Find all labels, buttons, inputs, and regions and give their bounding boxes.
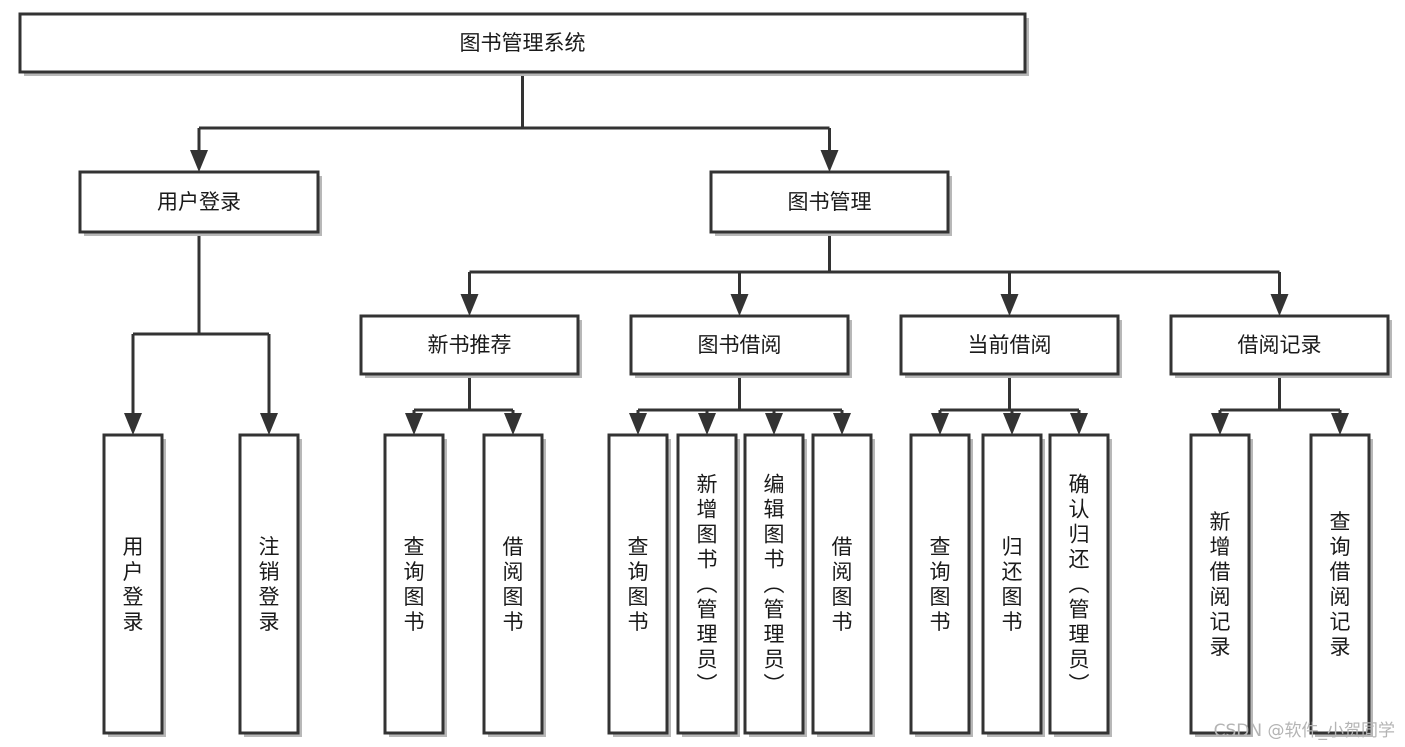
node-leaf-logout[interactable]: 注销登录 [238,433,302,737]
node-label: 确认归还︵管理员︶ [1069,473,1090,697]
node-box[interactable] [607,433,669,735]
node-box[interactable] [1189,433,1251,735]
node-label: 图书管理 [788,190,872,214]
node-label: 用户登录 [157,190,241,214]
node-label: 查询借阅记录 [1330,510,1351,659]
edge-arrowhead [833,413,851,435]
node-leaf-confirm-return[interactable]: 确认归还︵管理员︶ [1048,433,1112,737]
node-book-borrow[interactable]: 图书借阅 [629,314,852,378]
node-label: 查询图书 [404,535,425,634]
node-box[interactable] [629,314,850,376]
node-label: 新书推荐 [428,333,512,357]
node-label: 查询图书 [628,535,649,634]
node-label: 新增图书︵管理员︶ [697,473,718,697]
node-leaf-edit-book[interactable]: 编辑图书︵管理员︶ [743,433,807,737]
node-box[interactable] [238,433,300,735]
node-leaf-query-book-rec[interactable]: 查询图书 [383,433,447,737]
node-leaf-return-book[interactable]: 归还图书 [981,433,1045,737]
node-layer: 图书管理系统用户登录图书管理新书推荐图书借阅当前借阅借阅记录用户登录注销登录查询… [18,12,1392,737]
edge-arrowhead [1000,294,1019,316]
node-label: 当前借阅 [968,333,1052,357]
edge-arrowhead [504,413,522,435]
node-borrow-record[interactable]: 借阅记录 [1169,314,1392,378]
node-label: 归还图书 [1002,535,1023,634]
edge-arrowhead [1070,413,1088,435]
node-box[interactable] [359,314,580,376]
edge-arrowhead [1270,294,1289,316]
node-user-login[interactable]: 用户登录 [78,170,322,236]
edge-arrowhead [629,413,647,435]
node-box[interactable] [482,433,544,735]
node-leaf-query-record[interactable]: 查询借阅记录 [1309,433,1373,737]
edge-arrowhead [190,150,208,172]
node-current-borrow[interactable]: 当前借阅 [899,314,1122,378]
node-box[interactable] [18,12,1027,74]
node-leaf-query-book-cur[interactable]: 查询图书 [909,433,973,737]
node-box[interactable] [981,433,1043,735]
node-box[interactable] [709,170,950,234]
node-box[interactable] [383,433,445,735]
node-box[interactable] [1169,314,1390,376]
node-box[interactable] [78,170,320,234]
node-leaf-query-book-borrow[interactable]: 查询图书 [607,433,671,737]
node-box[interactable] [899,314,1120,376]
node-label: 借阅记录 [1238,333,1322,357]
edge-arrowhead [405,413,423,435]
edge-arrowhead [730,294,749,316]
node-new-book-rec[interactable]: 新书推荐 [359,314,582,378]
node-box[interactable] [1309,433,1371,735]
edge-arrowhead [460,294,479,316]
edge-arrowhead [1211,413,1229,435]
node-label: 借阅图书 [832,535,853,634]
edge-arrowhead [931,413,949,435]
node-leaf-borrow-book-rec[interactable]: 借阅图书 [482,433,546,737]
node-book-manage[interactable]: 图书管理 [709,170,952,236]
node-root[interactable]: 图书管理系统 [18,12,1029,76]
edge-arrowhead [765,413,783,435]
node-box[interactable] [676,433,738,735]
node-label: 图书管理系统 [460,31,586,55]
node-leaf-add-record[interactable]: 新增借阅记录 [1189,433,1253,737]
node-label: 用户登录 [123,535,144,634]
edge-arrowhead [260,413,278,435]
node-label: 编辑图书︵管理员︶ [764,473,785,697]
node-leaf-add-book[interactable]: 新增图书︵管理员︶ [676,433,740,737]
node-label: 图书借阅 [698,333,782,357]
edge-arrowhead [1331,413,1349,435]
node-label: 新增借阅记录 [1210,510,1231,659]
edge-arrowhead [820,150,839,172]
node-box[interactable] [909,433,971,735]
edge-layer [124,72,1349,435]
node-box[interactable] [1048,433,1110,735]
node-label: 查询图书 [930,535,951,634]
edge-arrowhead [124,413,142,435]
node-box[interactable] [102,433,164,735]
node-box[interactable] [811,433,873,735]
node-label: 注销登录 [259,535,280,634]
edge-arrowhead [1003,413,1021,435]
node-leaf-user-login[interactable]: 用户登录 [102,433,166,737]
edge-arrowhead [698,413,716,435]
node-box[interactable] [743,433,805,735]
node-leaf-borrow-book[interactable]: 借阅图书 [811,433,875,737]
node-label: 借阅图书 [503,535,524,634]
